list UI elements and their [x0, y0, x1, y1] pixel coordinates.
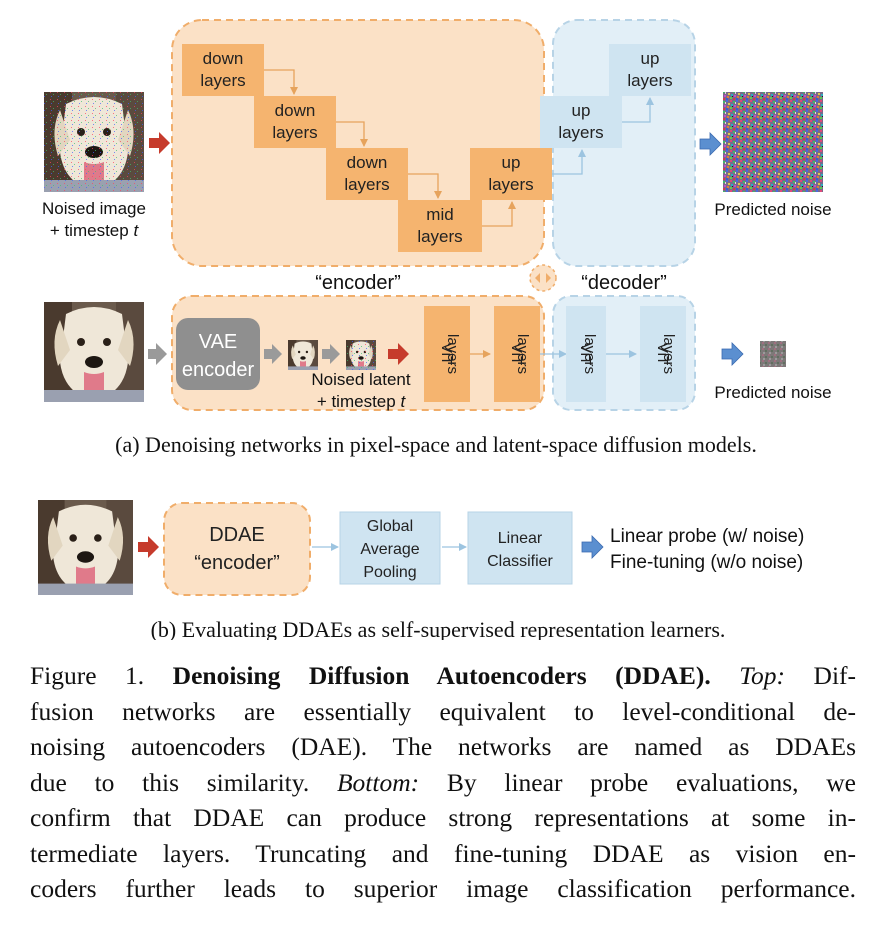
red-arrow-latent: [388, 343, 409, 365]
predicted-latent-noise: [760, 341, 786, 367]
output-linear-probe: Linear probe (w/ noise): [610, 526, 804, 547]
mid-layers-block: mid layers: [398, 200, 482, 252]
latent-image-2: [346, 340, 376, 370]
svg-text:ViT: ViT: [577, 343, 594, 365]
caption-a: (a) Denoising networks in pixel-space an…: [115, 432, 757, 457]
caption-line-3: noising autoencoders (DAE). The networks…: [30, 732, 856, 761]
svg-text:layers: layers: [581, 334, 598, 374]
svg-text:down: down: [275, 101, 316, 120]
svg-text:layers: layers: [444, 334, 461, 374]
connector: [482, 201, 516, 227]
caption-line-4: due to this similarity. Bottom: By linea…: [30, 765, 856, 801]
blue-arrow-b: [581, 535, 604, 559]
blue-arrow-out: [699, 132, 722, 156]
top-label: Top:: [739, 661, 786, 690]
linear-classifier-block: Linear Classifier: [467, 511, 573, 585]
vit-layers-block-4: ViT layers: [640, 306, 686, 402]
predicted-noise-label: Predicted noise: [714, 200, 831, 219]
bottom-label: Bottom:: [336, 767, 420, 797]
svg-text:layers: layers: [272, 123, 317, 142]
red-arrow-b: [138, 536, 159, 558]
up-layers-block-3: up layers: [609, 44, 691, 96]
svg-text:layers: layers: [514, 334, 531, 374]
gray-arrow-3: [322, 344, 340, 364]
line1-rest: Dif-: [785, 661, 857, 690]
latent-label-line1: Noised latent: [311, 370, 411, 389]
input-label-line1: Noised image: [42, 199, 146, 218]
global-average-pooling-block: Global Average Pooling: [339, 511, 441, 585]
input-noised-image: [44, 92, 144, 192]
svg-text:encoder: encoder: [182, 359, 255, 381]
svg-text:layers: layers: [200, 71, 245, 90]
svg-text:ViT: ViT: [654, 343, 671, 365]
caption-line-6: termediate layers. Truncating and fine-t…: [30, 838, 856, 868]
figure-diagram: Noised image + timestep t down layers do…: [38, 19, 832, 640]
vit-layers-block-3: ViT layers: [566, 306, 606, 402]
predicted-noise-image: [723, 92, 823, 192]
svg-text:VAE: VAE: [199, 331, 238, 353]
caption-line-7: coders further leads to superior image c…: [30, 874, 856, 903]
svg-text:“encoder”: “encoder”: [194, 552, 280, 574]
down-layers-block-3: down layers: [326, 148, 408, 200]
svg-text:layers: layers: [558, 123, 603, 142]
line4-a: due to this similarity.: [30, 767, 337, 797]
connector: [622, 97, 654, 123]
latent-label-line2: + timestep t: [317, 392, 407, 411]
svg-text:Average: Average: [360, 541, 419, 558]
ddae-encoder-block: DDAE “encoder”: [163, 502, 311, 596]
svg-text:layers: layers: [627, 71, 672, 90]
blue-arrow-latent-out: [721, 342, 744, 366]
connector: [552, 149, 586, 175]
figure-title: Denoising Diffusion Autoencoders (DDAE).: [172, 661, 711, 690]
svg-text:Classifier: Classifier: [487, 553, 553, 570]
caption-line-5: confirm that DDAE can produce strong rep…: [30, 803, 856, 832]
panel-b-input-image: [38, 500, 133, 595]
gray-arrow-1: [148, 343, 167, 365]
svg-text:ViT: ViT: [508, 343, 525, 365]
down-layers-block-1: down layers: [182, 44, 264, 96]
svg-text:layers: layers: [344, 175, 389, 194]
predicted-noise-label-2: Predicted noise: [714, 383, 831, 402]
split-marker: [529, 264, 557, 292]
svg-text:layers: layers: [417, 227, 462, 246]
encoder-tag: “encoder”: [315, 272, 401, 294]
svg-text:mid: mid: [426, 205, 453, 224]
svg-text:Pooling: Pooling: [363, 564, 416, 581]
svg-text:down: down: [203, 49, 244, 68]
up-layers-block-2: up layers: [540, 96, 622, 148]
gray-arrow-2: [264, 344, 282, 364]
figure-label: Figure 1.: [30, 661, 173, 690]
svg-text:up: up: [572, 101, 591, 120]
up-layers-block-1: up layers: [470, 148, 552, 200]
connector: [334, 121, 368, 147]
svg-text:down: down: [347, 153, 388, 172]
output-fine-tuning: Fine-tuning (w/o noise): [610, 552, 803, 573]
input-label-line2: + timestep t: [50, 221, 140, 240]
figure-caption: Figure 1. Denoising Diffusion Autoencode…: [30, 658, 856, 907]
caption-line-2: fusion networks are essentially equivale…: [30, 696, 856, 726]
svg-text:layers: layers: [488, 175, 533, 194]
svg-text:up: up: [641, 49, 660, 68]
vae-encoder-block: VAE encoder: [176, 318, 260, 390]
connector: [408, 173, 442, 199]
decoder-tag: “decoder”: [581, 272, 667, 294]
caption-b: (b) Evaluating DDAEs as self-supervised …: [151, 617, 726, 640]
down-layers-block-2: down layers: [254, 96, 336, 148]
svg-text:DDAE: DDAE: [209, 524, 265, 546]
red-arrow-in: [149, 132, 170, 154]
caption-line-1: Figure 1. Denoising Diffusion Autoencode…: [30, 658, 856, 694]
svg-text:Global: Global: [367, 518, 413, 535]
connector: [264, 69, 298, 95]
svg-text:Linear: Linear: [498, 530, 543, 547]
input-clean-image: [44, 302, 144, 402]
vit-layers-block-1: ViT layers: [424, 306, 470, 402]
latent-image-1: [288, 340, 318, 370]
svg-text:ViT: ViT: [438, 343, 455, 365]
line4-b: By linear probe evaluations, we: [419, 767, 856, 797]
svg-text:layers: layers: [660, 334, 677, 374]
vit-layers-block-2: ViT layers: [494, 306, 540, 402]
svg-text:up: up: [502, 153, 521, 172]
